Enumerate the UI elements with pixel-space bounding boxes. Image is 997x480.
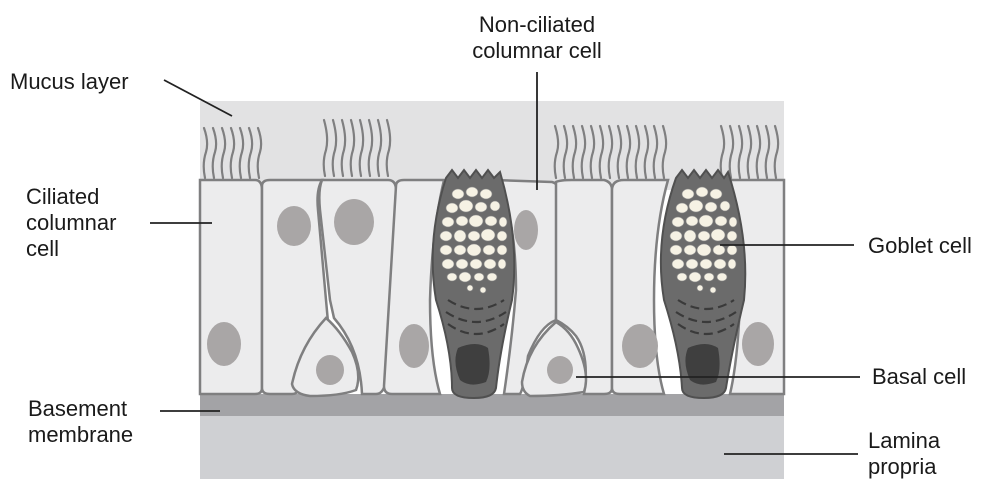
non-ciliated-columnar-cell-label: Non-ciliated columnar cell [442,12,632,64]
goblet-cell-label: Goblet cell [868,233,972,259]
leader-mucus-layer [164,80,232,116]
mucus-layer-label: Mucus layer [10,69,129,95]
lamina-propria-layer [200,416,784,479]
basement-membrane-label: Basement membrane [28,396,133,448]
lamina-propria-label: Lamina propria [868,428,940,480]
ciliated-columnar-cell-label: Ciliated columnar cell [26,184,116,262]
basal-cell-label: Basal cell [872,364,966,390]
